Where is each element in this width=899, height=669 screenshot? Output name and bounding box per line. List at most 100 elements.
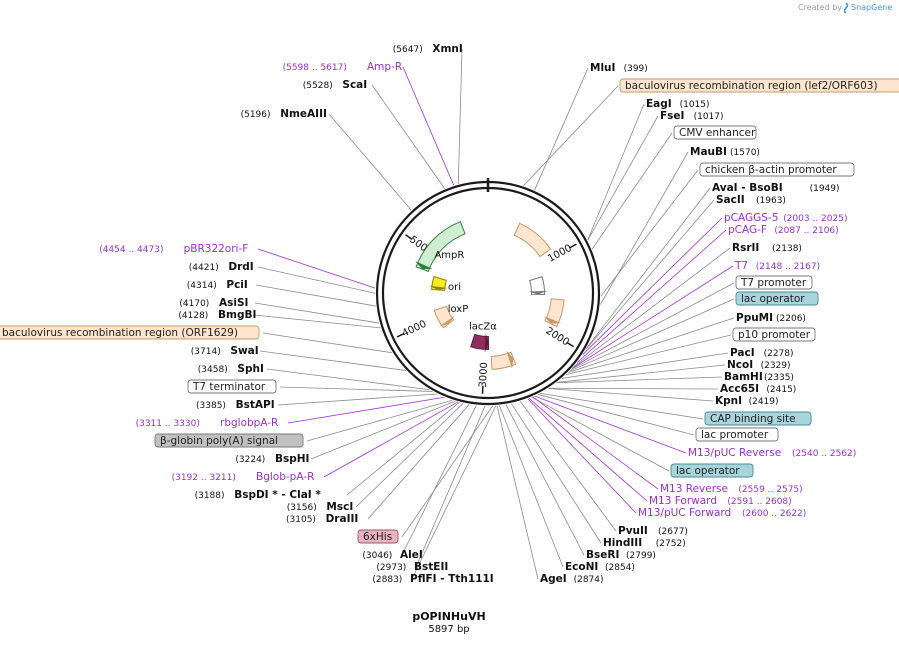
leader-line: [524, 86, 618, 186]
label-position: (2003 .. 2025): [783, 214, 847, 224]
label-name: rbglobpA-R: [220, 417, 278, 429]
map-label-agei[interactable]: (2874)AgeI: [540, 573, 604, 585]
map-label-bspdi-clai[interactable]: (3188)BspDI * - ClaI *: [195, 489, 322, 501]
map-label-xmni[interactable]: (5647)XmnI: [393, 43, 463, 55]
map-label-sphi[interactable]: (3458) SphI: [198, 363, 264, 375]
label-name: NmeAIII: [280, 108, 327, 120]
map-label-ppumi[interactable]: (2206)PpuMI: [736, 312, 806, 324]
map-label-paci[interactable]: (2278)PacI: [730, 347, 794, 359]
label-name: BseRI: [586, 549, 619, 561]
label-position: (1949): [810, 184, 840, 194]
label-name: M13/pUC Reverse: [688, 447, 781, 459]
label-position: (2559 .. 2575): [738, 485, 802, 495]
map-label-msci[interactable]: (3156)MscI: [287, 501, 353, 513]
map-label-swai[interactable]: (3714)SwaI: [191, 345, 259, 357]
map-label-draiii[interactable]: (3105)DraIII: [286, 513, 358, 525]
label-name: MauBI: [690, 146, 727, 158]
map-label-pcii[interactable]: (4314)PciI: [187, 279, 248, 291]
label-position: (1015): [680, 100, 710, 110]
map-label-t7-promoter[interactable]: T7 promoter: [736, 276, 812, 289]
map-label-kpni[interactable]: (2419)KpnI: [715, 395, 779, 407]
map-label-m13-puc-forward[interactable]: (2600 .. 2622)M13/pUC Forward: [638, 507, 806, 519]
map-label-bamhi[interactable]: (2335)BamHI: [724, 371, 794, 383]
leader-line: [356, 403, 463, 507]
map-label-alei[interactable]: (3046)AleI: [362, 549, 422, 561]
label-name: DraIII: [326, 513, 359, 525]
map-label-lac-promoter[interactable]: lac promoter: [696, 428, 778, 441]
map-label-m13-puc-reverse[interactable]: (2540 .. 2562) M13/pUC Reverse: [688, 447, 856, 459]
map-label-rsrii[interactable]: (2138)RsrII: [732, 242, 802, 254]
map-label-econi[interactable]: (2854)EcoNI: [565, 561, 635, 573]
map-label-chicken-actin-promoter[interactable]: chicken β-actin promoter: [700, 163, 854, 176]
map-label-hindiii[interactable]: (2752)HindIII: [603, 537, 686, 549]
label-position: (2677): [658, 527, 688, 537]
leader-line: [499, 405, 563, 567]
map-label-rbglobpa-r[interactable]: (3311 .. 3330)rbglobpA-R: [136, 417, 279, 429]
map-label-pflfi-tth111i[interactable]: (2883)PflFI - Tth111I: [372, 573, 493, 585]
label-position: (2335): [764, 373, 794, 383]
map-label-6xhis[interactable]: 6xHis: [358, 530, 398, 543]
label-position: (2540 .. 2562): [792, 449, 856, 459]
map-label-bstapi[interactable]: (3385)BstAPI: [196, 399, 275, 411]
map-label-globin-poly-a-signal[interactable]: β-globin poly(A) signal: [155, 434, 303, 447]
map-label-pcaggs-5[interactable]: (2003 .. 2025) pCAGGS-5: [724, 212, 847, 224]
label-name: FseI: [660, 110, 684, 122]
map-label-baculovirus-recombination-region-lef2-orf603[interactable]: baculovirus recombination region (lef2/O…: [620, 79, 899, 92]
map-label-amp-r[interactable]: (5598 .. 5617)Amp-R: [283, 61, 403, 73]
map-label-bmgbi[interactable]: (4128)BmgBI: [178, 309, 256, 321]
feature-label-text: p10 promoter: [738, 329, 811, 341]
map-label-eagi[interactable]: (1015) EagI: [646, 98, 710, 110]
label-position: (3458): [198, 365, 228, 375]
leader-line: [538, 394, 694, 435]
map-label-lac-operator[interactable]: lac operator: [671, 464, 753, 477]
map-label-avai-bsobi[interactable]: (1949)AvaI - BsoBI: [712, 182, 840, 194]
label-name: EagI: [646, 98, 672, 110]
map-label-scai[interactable]: (5528)ScaI: [303, 79, 367, 91]
map-label-bseri[interactable]: (2799)BseRI: [586, 549, 656, 561]
scale-tick-label: 4000: [401, 319, 429, 340]
map-label-pvuii[interactable]: (2677)PvuII: [618, 525, 688, 537]
map-label-t7[interactable]: (2148 .. 2167)T7: [734, 260, 820, 272]
map-label-baculovirus-recombination-region-orf1629[interactable]: baculovirus recombination region (ORF162…: [0, 326, 259, 339]
label-position: (2874): [574, 575, 604, 585]
map-label-mlui[interactable]: (399)MluI: [590, 62, 648, 74]
map-label-cmv-enhancer[interactable]: CMV enhancer: [674, 126, 756, 139]
watermark: Created by SnapGene: [798, 3, 892, 13]
map-label-sacii[interactable]: (1963)SacII: [716, 194, 786, 206]
scale-tick-label: 3000: [478, 362, 490, 388]
leader-line: [263, 333, 392, 353]
leader-line: [311, 401, 455, 459]
map-label-bsteii[interactable]: (2973)BstEII: [376, 561, 448, 573]
map-label-nmeaiii[interactable]: (5196)NmeAIII: [241, 108, 327, 120]
plasmid-name: pOPINHuVH: [412, 610, 485, 623]
map-label-m13-reverse[interactable]: (2559 .. 2575)M13 Reverse: [660, 483, 803, 495]
feature-label-text: chicken β-actin promoter: [705, 164, 837, 176]
map-label-m13-forward[interactable]: (2591 .. 2608)M13 Forward: [649, 495, 792, 507]
label-name: pCAGGS-5: [724, 212, 778, 224]
map-label-maubi[interactable]: (1570)MauBI: [690, 146, 760, 158]
map-label-p10-promoter[interactable]: p10 promoter: [733, 328, 815, 341]
map-label-fsei[interactable]: (1017)FseI: [660, 110, 724, 122]
feature-label-text: CMV enhancer: [679, 127, 756, 139]
label-name: SphI: [237, 363, 263, 375]
map-label-ncoi[interactable]: (2329)NcoI: [727, 359, 791, 371]
label-name: EcoNI: [565, 561, 598, 573]
snapgene-logo-icon: [845, 3, 848, 13]
label-name: BstEII: [414, 561, 448, 573]
map-label-acc65i[interactable]: (2415)Acc65I: [720, 383, 796, 395]
label-position: (2591 .. 2608): [727, 497, 791, 507]
map-label-t7-terminator[interactable]: T7 terminator: [188, 380, 276, 393]
map-label-lac-operator[interactable]: lac operator: [736, 292, 818, 305]
label-name: PciI: [226, 279, 247, 291]
map-label-bsphi[interactable]: (3224)BspHI: [235, 453, 309, 465]
label-position: (2883): [372, 575, 402, 585]
label-position: (3188): [195, 491, 225, 501]
map-label-pbr322ori-f[interactable]: (4454 .. 4473)pBR322ori-F: [99, 243, 248, 255]
map-label-asisi[interactable]: (4170)AsiSI: [179, 297, 248, 309]
map-label-cap-binding-site[interactable]: CAP binding site: [705, 412, 811, 425]
map-label-drdi[interactable]: (4421)DrdI: [189, 261, 254, 273]
map-label-bglob-pa-r[interactable]: (3192 .. 3211)Bglob-pA-R: [172, 471, 315, 483]
map-label-pcag-f[interactable]: (2087 .. 2106)pCAG-F: [728, 224, 839, 236]
